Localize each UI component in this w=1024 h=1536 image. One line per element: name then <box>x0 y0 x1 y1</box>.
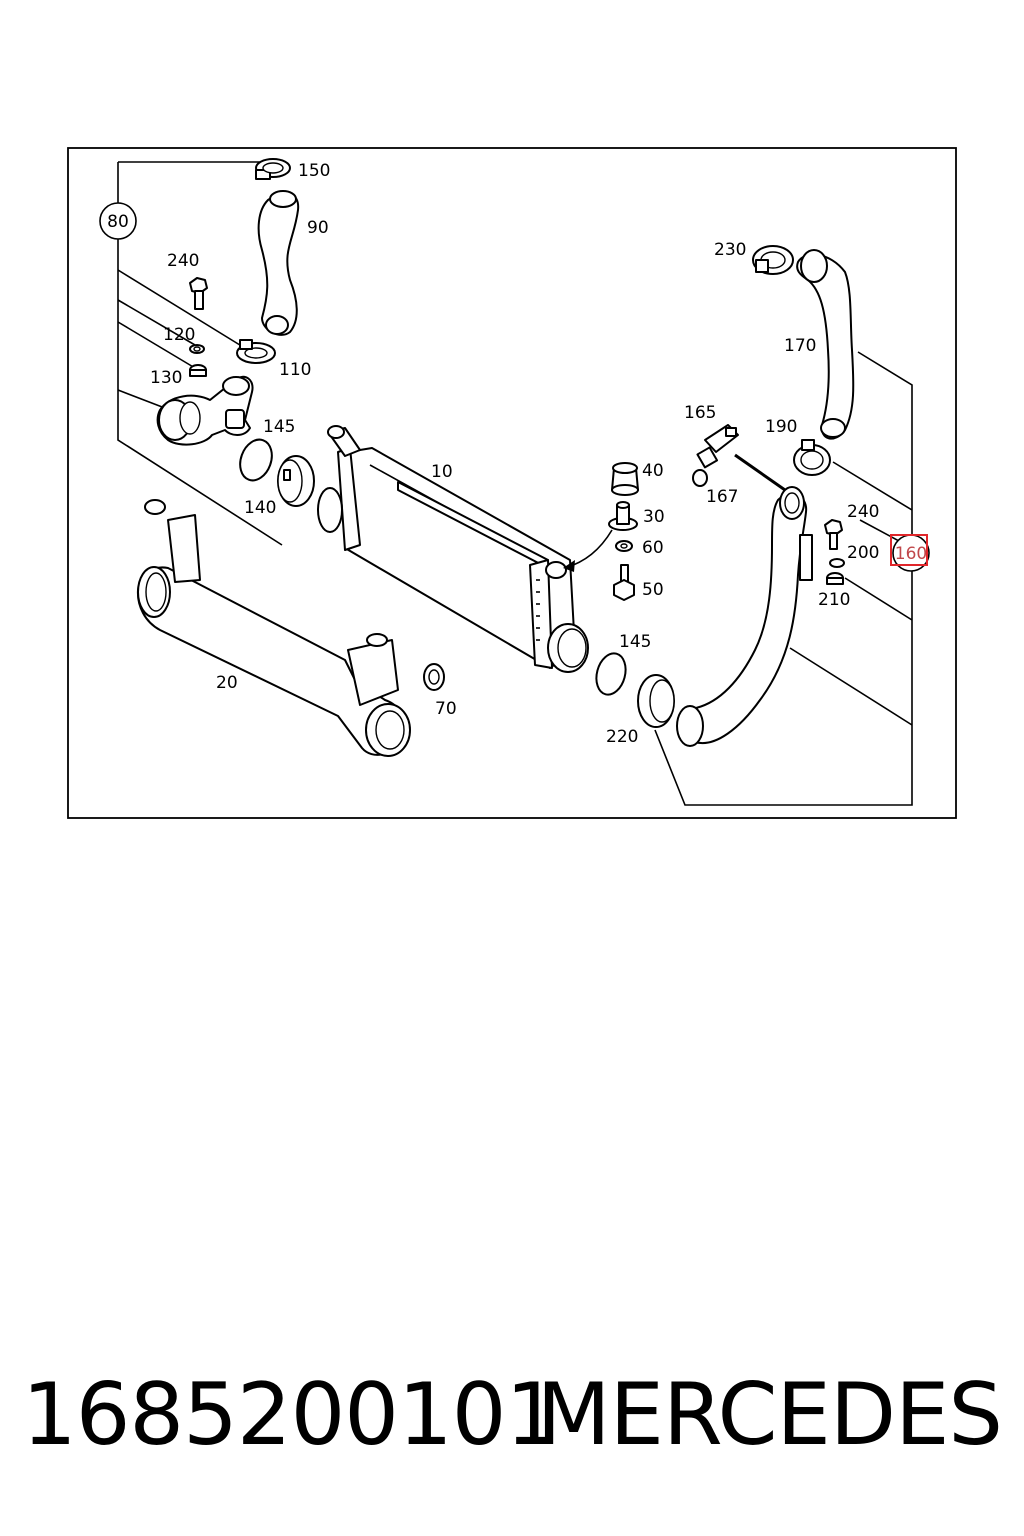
sensor-165 <box>696 424 739 469</box>
bolt-240-left <box>189 277 208 310</box>
callout-80: 80 <box>107 212 129 232</box>
group-160-leader-lines <box>654 351 913 806</box>
brand-name: MERCEDES <box>536 1365 1003 1465</box>
nut-130 <box>189 364 207 377</box>
bolt-240-right <box>824 519 843 550</box>
callout-130: 130 <box>150 368 182 388</box>
callout-240-left: 240 <box>167 251 199 271</box>
callout-30: 30 <box>643 507 665 527</box>
clamp-230 <box>752 245 794 275</box>
callout-20: 20 <box>216 673 238 693</box>
sensor-leader <box>734 453 786 492</box>
part-number: 1685200101 <box>22 1365 560 1465</box>
callout-70: 70 <box>435 699 457 719</box>
callout-145-left: 145 <box>263 417 295 437</box>
hose-90 <box>257 190 300 336</box>
nut-210 <box>826 572 844 585</box>
o-ring-145-left <box>239 438 273 482</box>
intercooler-10 <box>317 425 589 673</box>
arrow-head <box>563 560 575 572</box>
callout-170: 170 <box>784 336 816 356</box>
callout-165: 165 <box>684 403 716 423</box>
bolt-50 <box>613 564 635 601</box>
o-ring-167 <box>692 469 708 487</box>
washer-200 <box>829 558 845 568</box>
callout-145-right: 145 <box>619 632 651 652</box>
clamp-110 <box>236 339 276 364</box>
callout-150: 150 <box>298 161 330 181</box>
callout-210: 210 <box>818 590 850 610</box>
callout-110: 110 <box>279 360 311 380</box>
grommet-70 <box>423 663 445 691</box>
callout-60: 60 <box>642 538 664 558</box>
pipe-20 <box>136 499 411 757</box>
collar-140 <box>277 455 315 507</box>
callout-90: 90 <box>307 218 329 238</box>
callout-220: 220 <box>606 727 638 747</box>
callout-140: 140 <box>244 498 276 518</box>
diagram-frame <box>67 147 957 819</box>
bushing-30 <box>608 501 638 531</box>
washer-60 <box>615 540 633 552</box>
washer-120 <box>189 344 205 354</box>
callout-10: 10 <box>431 462 453 482</box>
footer: 1685200101 MERCEDES <box>0 1365 1024 1475</box>
hose-170 <box>796 249 855 440</box>
callout-190: 190 <box>765 417 797 437</box>
clamp-190 <box>793 439 831 476</box>
collar-220 <box>637 674 675 728</box>
callout-labels: 80 150 90 240 120 130 110 145 140 10 20 … <box>107 161 927 747</box>
callout-50: 50 <box>642 580 664 600</box>
connector-housing-left <box>156 375 254 446</box>
callout-200: 200 <box>847 543 879 563</box>
highlight-box-160 <box>890 534 928 566</box>
pipe-160 <box>676 486 813 747</box>
rubber-mount-40 <box>611 462 639 496</box>
group-80-leader-lines <box>117 161 283 546</box>
o-ring-145-right <box>595 652 627 696</box>
callout-120: 120 <box>163 325 195 345</box>
callout-167: 167 <box>706 487 738 507</box>
callout-40: 40 <box>642 461 664 481</box>
clamp-150 <box>255 158 291 180</box>
callout-160: 160 <box>895 544 927 564</box>
callout-230: 230 <box>714 240 746 260</box>
group-80-circle <box>99 202 137 240</box>
callout-240-right: 240 <box>847 502 879 522</box>
